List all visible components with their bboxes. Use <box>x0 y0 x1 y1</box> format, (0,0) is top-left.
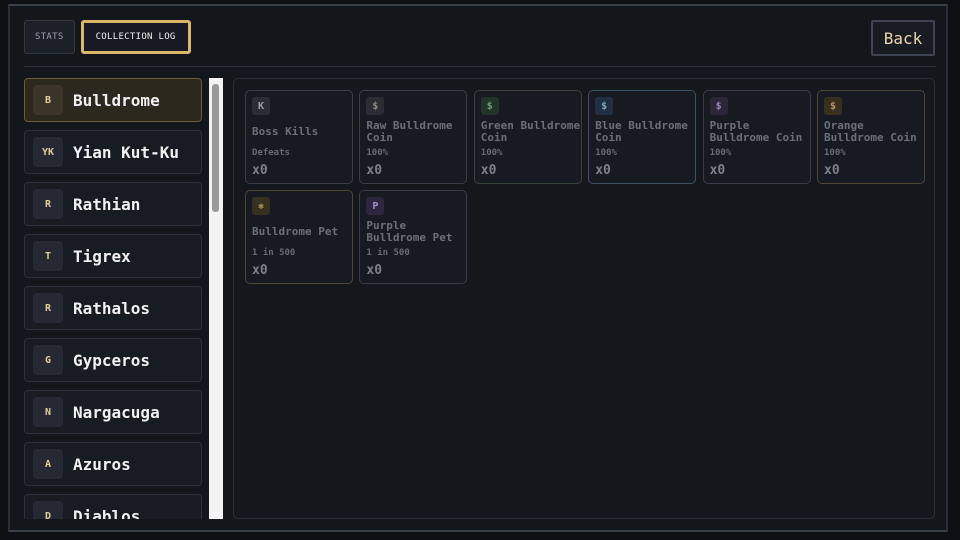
monster-name: Diablos <box>73 506 141 520</box>
tab-bar: STATS COLLECTION LOG <box>24 20 191 54</box>
monster-badge-icon: G <box>33 345 63 375</box>
item-title: Blue Bulldrome Coin <box>595 119 688 144</box>
pet-icon: ✱ <box>252 197 270 215</box>
coin-icon: $ <box>595 97 614 115</box>
item-count: x0 <box>480 163 497 178</box>
monster-list-item[interactable]: A Azuros <box>24 442 202 486</box>
item-drop-rate: 100% <box>709 148 732 158</box>
monster-badge-icon: T <box>33 241 63 271</box>
purple-pet-icon: P <box>366 197 385 215</box>
item-count: x0 <box>595 163 611 178</box>
tab-collection-log[interactable]: COLLECTION LOG <box>80 20 191 54</box>
header-divider <box>24 66 936 67</box>
item-title: Purple Bulldrome Coin <box>709 119 803 144</box>
item-title: Orange Bulldrome Coin <box>824 119 917 144</box>
monster-list-item[interactable]: G Gypceros <box>24 338 202 382</box>
collection-item-card[interactable]: ✱ Bulldrome Pet 1 in 500 x0 <box>245 190 353 284</box>
monster-list-item[interactable]: R Rathalos <box>24 286 202 330</box>
item-count: x0 <box>252 163 268 178</box>
monster-list-item[interactable]: R Rathian <box>24 182 202 226</box>
monster-badge-icon: N <box>33 397 63 427</box>
monster-badge-icon: B <box>33 85 63 115</box>
monster-badge-icon: R <box>33 189 63 219</box>
monster-list-item[interactable]: T Tigrex <box>24 234 202 278</box>
coin-icon: $ <box>480 97 499 115</box>
monster-name: Bulldrome <box>73 90 160 110</box>
item-drop-rate: 1 in 500 <box>366 248 410 258</box>
collection-item-card[interactable]: $ Green Bulldrome Coin 100% x0 <box>473 90 582 184</box>
monster-name: Nargacuga <box>73 402 160 422</box>
item-title: Raw Bulldrome Coin <box>366 119 453 144</box>
monster-list-item[interactable]: N Nargacuga <box>24 390 202 434</box>
item-title: Bulldrome Pet <box>252 225 339 238</box>
tab-collection-log-label: COLLECTION LOG <box>95 32 176 42</box>
monster-name: Rathalos <box>73 298 151 318</box>
item-count: x0 <box>709 163 726 178</box>
coin-icon: $ <box>366 97 385 115</box>
collection-item-card[interactable]: $ Raw Bulldrome Coin 100% x0 <box>359 90 468 184</box>
monster-name: Azuros <box>73 454 131 474</box>
tab-stats-label: STATS <box>35 32 64 42</box>
monster-name: Yian Kut-Ku <box>73 142 179 162</box>
monster-badge-icon: A <box>33 449 63 479</box>
coin-icon: $ <box>709 97 728 115</box>
scrollbar-thumb[interactable] <box>212 84 219 212</box>
item-title: Purple Bulldrome Pet <box>366 219 453 244</box>
item-count: x0 <box>252 263 268 278</box>
monster-name: Tigrex <box>73 246 131 266</box>
monster-badge-icon: R <box>33 293 63 323</box>
item-drop-rate: 100% <box>366 148 389 158</box>
coin-icon: $ <box>824 97 842 115</box>
monster-list-item[interactable]: D Diablos <box>24 494 202 519</box>
item-count: x0 <box>366 163 383 178</box>
item-title: Boss Kills <box>252 125 319 138</box>
monster-badge-icon: YK <box>33 137 63 167</box>
monster-name: Gypceros <box>73 350 151 370</box>
boss-kills-icon: K <box>252 97 270 115</box>
item-drop-rate: 100% <box>595 148 617 158</box>
collection-item-card[interactable]: $ Purple Bulldrome Coin 100% x0 <box>702 90 811 184</box>
collection-item-card[interactable]: $ Blue Bulldrome Coin 100% x0 <box>588 90 697 184</box>
collection-item-card[interactable]: $ Orange Bulldrome Coin 100% x0 <box>817 90 925 184</box>
item-drop-rate: 1 in 500 <box>252 248 296 258</box>
item-count: x0 <box>366 263 383 278</box>
monster-list-item[interactable]: YK Yian Kut-Ku <box>24 130 202 174</box>
item-drop-rate: 100% <box>480 148 503 158</box>
item-count: x0 <box>824 163 840 178</box>
back-button[interactable]: Back <box>871 20 935 56</box>
item-drop-rate: Defeats <box>252 148 290 158</box>
monster-name: Rathian <box>73 194 141 214</box>
item-title: Green Bulldrome Coin <box>480 119 581 144</box>
monster-list-item[interactable]: B Bulldrome <box>24 78 202 122</box>
monster-badge-icon: D <box>33 501 63 519</box>
back-button-label: Back <box>883 28 923 48</box>
collection-item-card[interactable]: P Purple Bulldrome Pet 1 in 500 x0 <box>359 190 468 284</box>
tab-stats[interactable]: STATS <box>24 20 75 54</box>
item-drop-rate: 100% <box>824 148 846 158</box>
